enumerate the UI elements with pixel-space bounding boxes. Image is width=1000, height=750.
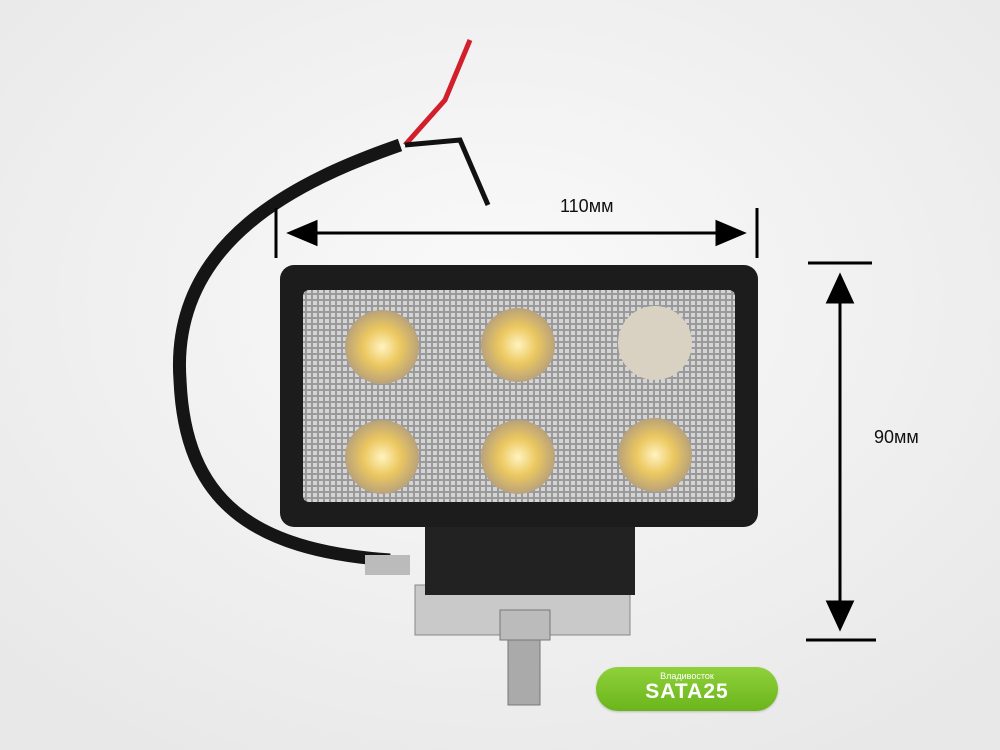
watermark-brand: SATA25: [645, 680, 729, 703]
height-dimension-arrow: [806, 261, 876, 642]
width-label: 110мм: [560, 196, 614, 216]
height-label: 90мм: [874, 427, 919, 447]
led-array: [345, 306, 692, 494]
watermark-badge: Владивосток SATA25: [596, 667, 778, 711]
width-dimension-arrow: [274, 208, 759, 258]
watermark-city: Владивосток: [660, 671, 714, 681]
power-cable: [173, 39, 491, 567]
mounting-bracket: [365, 525, 635, 706]
